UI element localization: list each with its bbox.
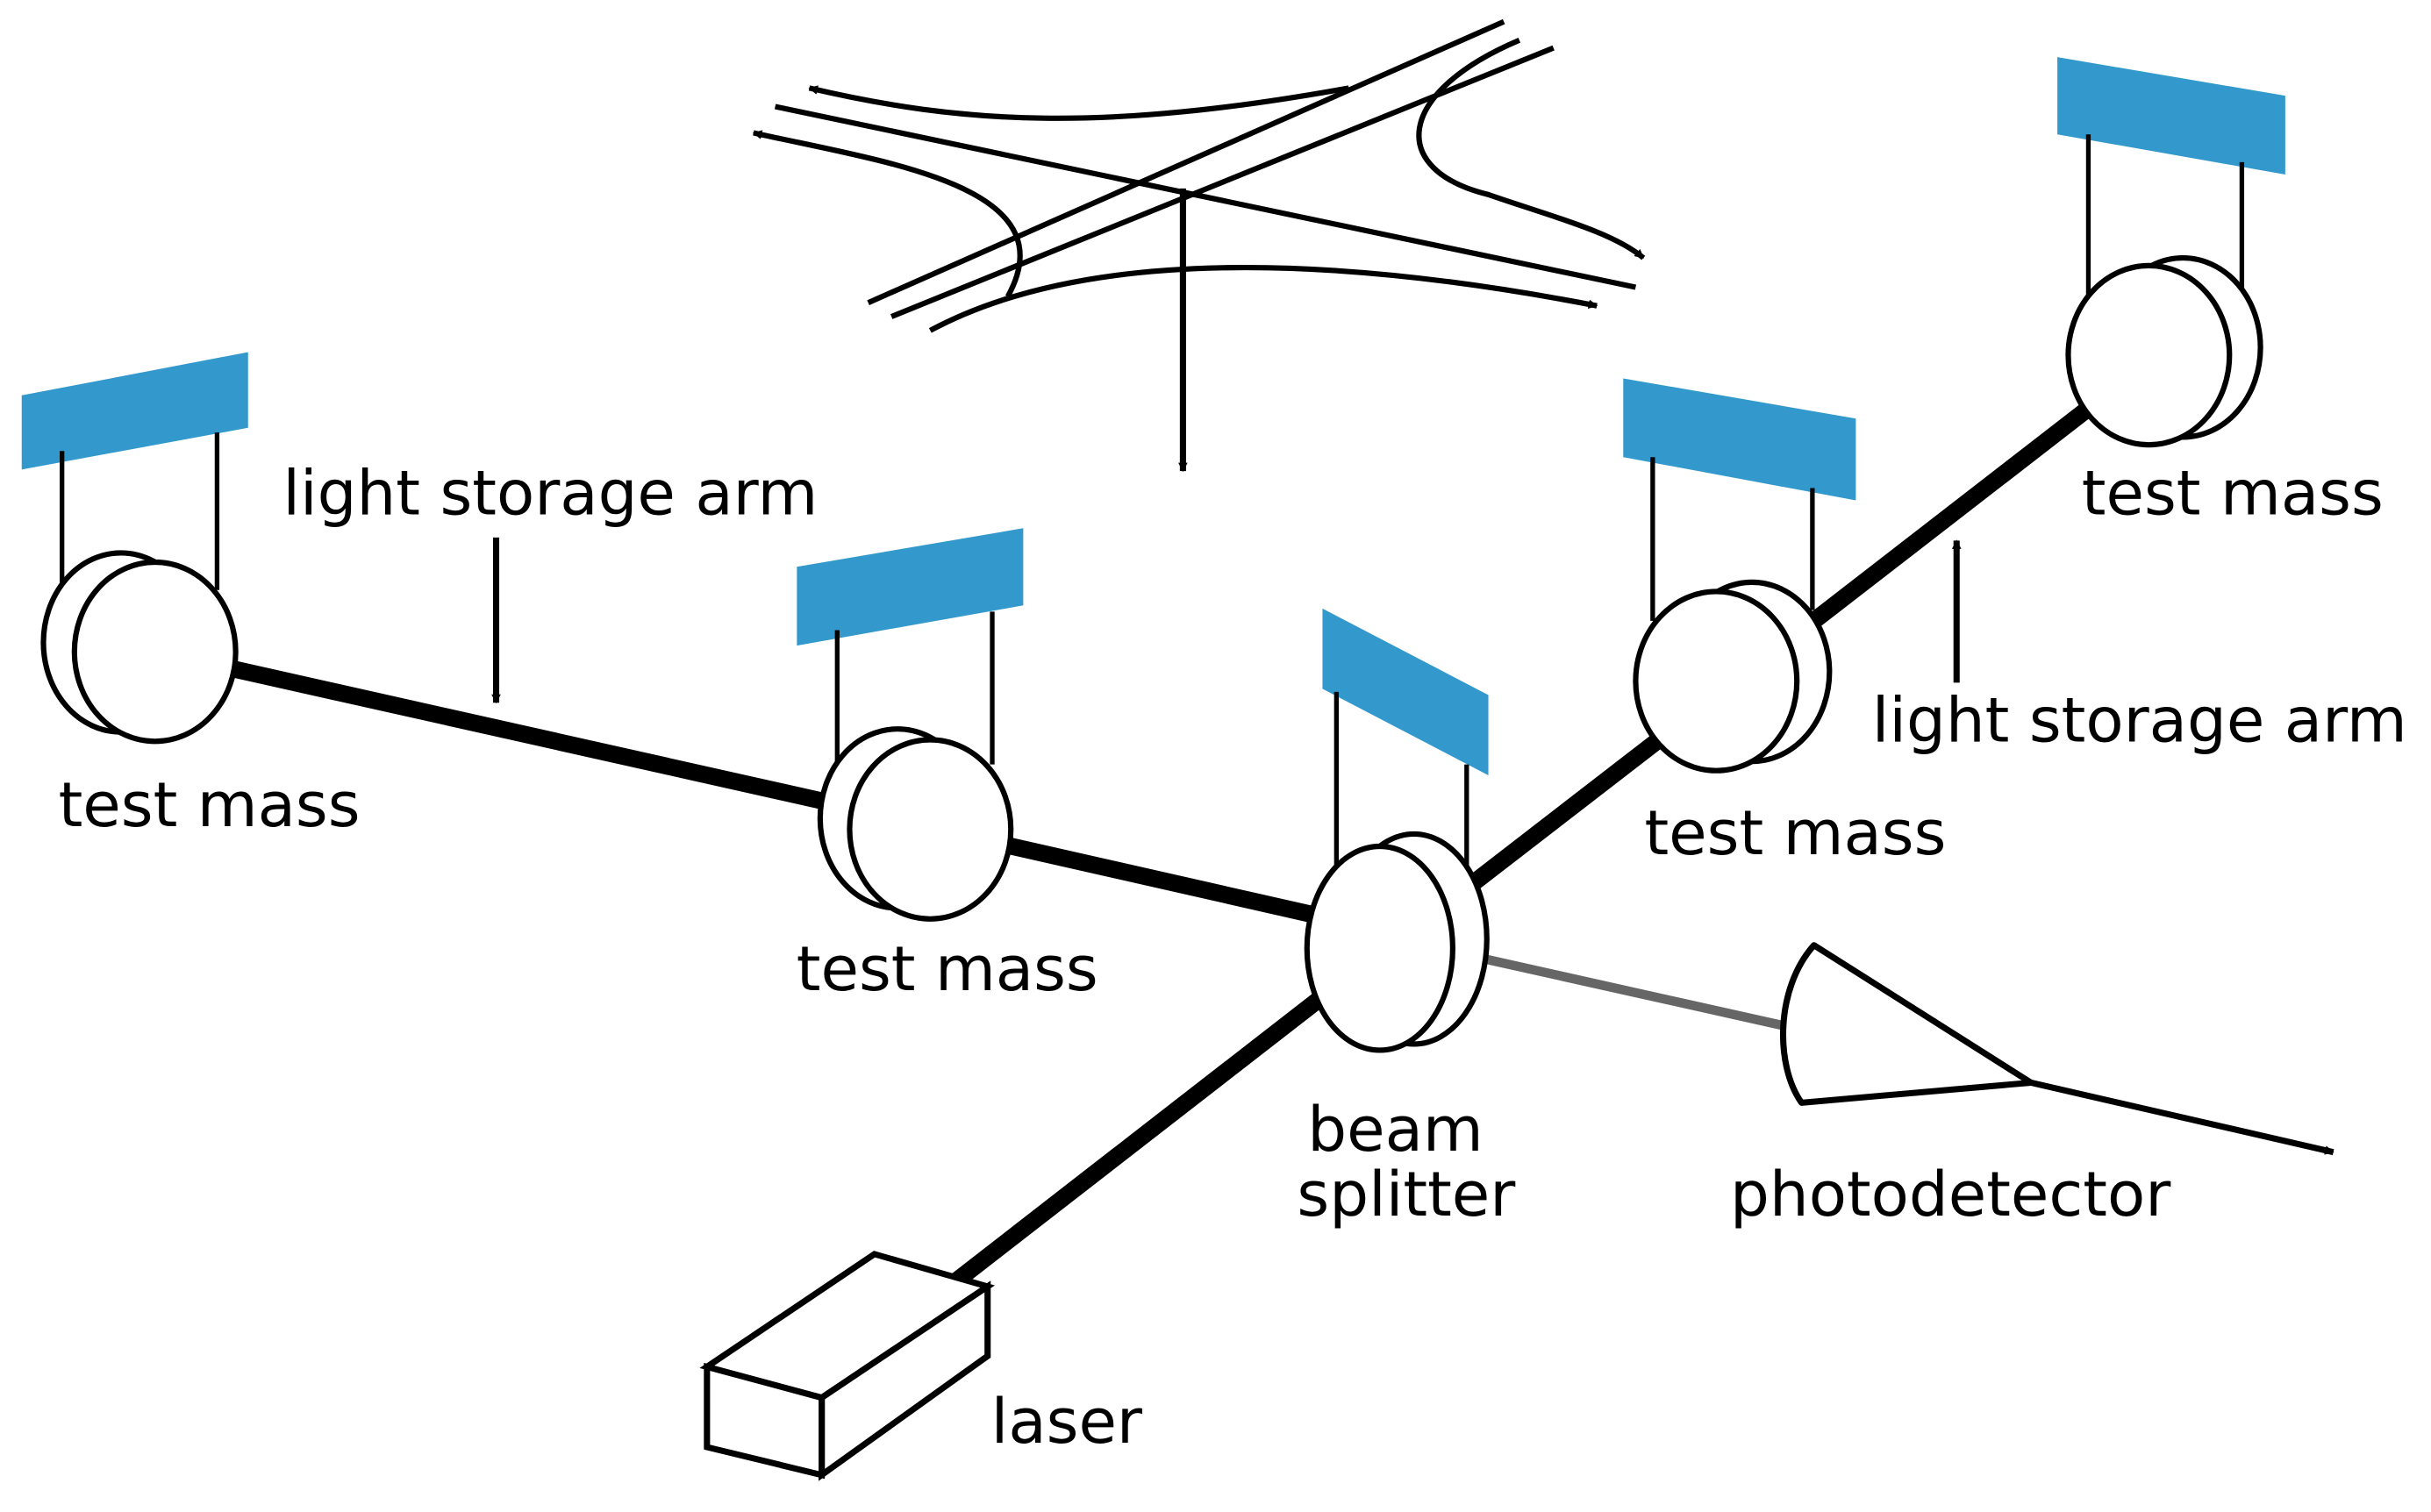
input-beam: [946, 945, 1386, 1291]
test-mass-near-left-label: test mass: [797, 933, 1098, 1005]
beam-splitter-label-line1: beam: [1307, 1094, 1483, 1166]
light-storage-arm-left-annotation: light storage arm: [282, 458, 818, 704]
beam-splitter: beam splitter: [1297, 608, 1515, 1230]
support-bar: [2057, 57, 2285, 175]
test-mass-near-right: test mass: [1623, 378, 1946, 869]
left-arm-beam-outer: [147, 643, 833, 810]
test-mass-near-right-label: test mass: [1644, 797, 1946, 869]
support-bar: [1623, 378, 1856, 501]
output-beam: [1484, 954, 1784, 1031]
gravitational-wave-icon: [752, 18, 1646, 473]
photodetector-label: photodetector: [1730, 1159, 2170, 1230]
light-storage-arm-right-annotation: light storage arm: [1872, 539, 2407, 756]
support-bar: [21, 352, 248, 470]
test-mass-far-right: test mass: [2057, 57, 2384, 529]
test-mass-far-left: test mass: [21, 352, 361, 841]
laser-label: laser: [991, 1386, 1142, 1458]
test-mass-near-left: test mass: [797, 528, 1098, 1005]
laser: laser: [699, 1251, 1142, 1481]
support-bar: [797, 528, 1024, 646]
photodetector: photodetector: [1730, 942, 2334, 1230]
beam-splitter-label-line2: splitter: [1297, 1159, 1515, 1230]
test-mass-far-left-label: test mass: [59, 769, 361, 841]
light-storage-arm-right-label: light storage arm: [1872, 684, 2407, 756]
test-mass-far-right-label: test mass: [2082, 458, 2384, 530]
support-bar: [1322, 608, 1489, 776]
light-storage-arm-left-label: light storage arm: [282, 458, 818, 530]
